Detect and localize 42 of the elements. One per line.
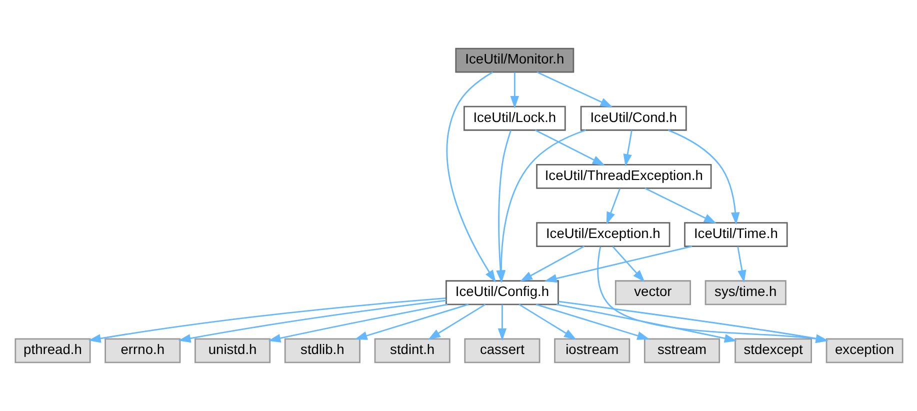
node-box: sys/time.h [704,280,786,306]
arrow [644,188,716,224]
arrow [556,304,736,343]
node-box: IceUtil/Exception.h [536,222,670,247]
arrow [612,246,644,282]
node-box: IceUtil/Monitor.h [454,48,574,73]
arrow [668,130,740,225]
node-box: iostream [554,338,630,364]
node-box: cassert [464,338,540,364]
node-box: vector [614,280,690,306]
node-box: IceUtil/Config.h [445,280,558,306]
node-box: IceUtil/Lock.h [463,106,566,131]
node-box: IceUtil/Cond.h [580,106,686,131]
node-box: IceUtil/Time.h [684,222,788,247]
node-box: unistd.h [194,338,270,364]
arrow [544,246,692,283]
arrow [497,304,506,341]
arrow [736,246,746,283]
arrow [534,130,604,166]
arrow [427,304,486,340]
node-box: errno.h [104,338,180,364]
node-box: sstream [643,338,720,364]
arrow [88,297,446,343]
arrow [268,304,448,342]
arrow [558,300,828,343]
arrow [510,72,519,108]
node-box: IceUtil/ThreadException.h [536,164,712,189]
node-box: stdlib.h [284,338,360,364]
node-box: stdint.h [374,338,450,364]
node-box: stdexcept [734,338,812,364]
node-box: exception [825,338,903,364]
arrow [178,300,446,343]
arrow [354,304,468,340]
arrow [535,304,650,340]
arrow [519,246,584,282]
arrow [536,71,612,108]
arrow [446,72,496,282]
arrow [606,188,620,224]
arrow [518,304,576,340]
arrow [596,246,828,344]
arrow [622,130,632,166]
node-box: pthread.h [14,338,90,364]
